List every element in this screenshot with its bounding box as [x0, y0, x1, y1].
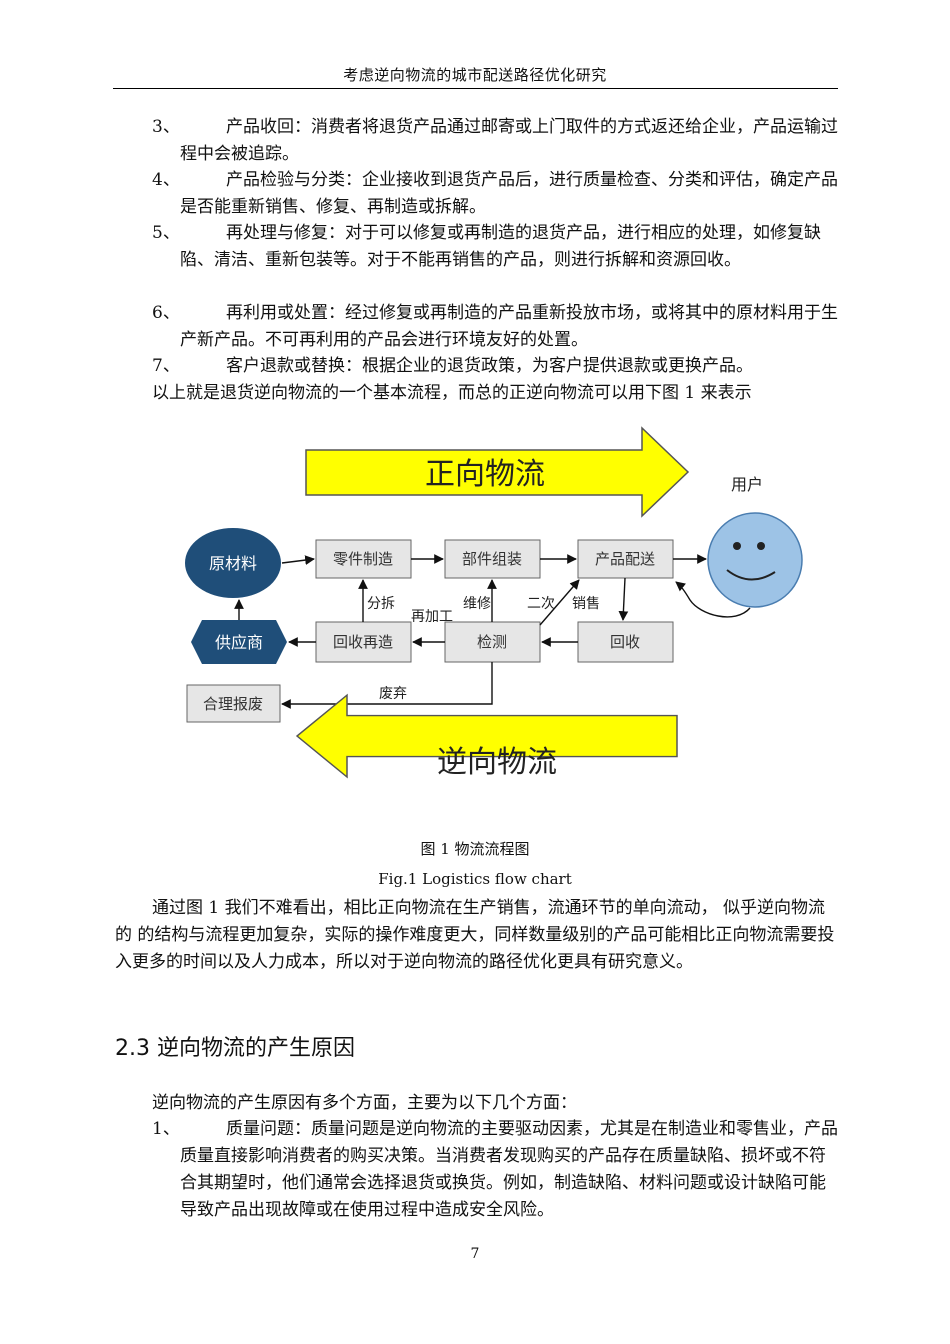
list-item-text: 质量问题：质量问题是逆向物流的主要驱动因素，尤其是在制造业和零售业，产品质量直接… [180, 1119, 838, 1220]
list-item-number: 6、 [152, 303, 180, 323]
list-item-text: 产品检验与分类：企业接收到退货产品后，进行质量检查、分类和评估，确定产品是否能重… [180, 170, 838, 217]
forward-flow-label: 正向物流 [425, 457, 545, 492]
list-item-number: 5、 [152, 223, 180, 243]
component-assembly-node [444, 539, 541, 579]
list-item-number: 3、 [152, 117, 180, 137]
edge-user-to-delivery [675, 581, 751, 618]
header-rule [113, 88, 838, 89]
edge-label-disassemble: 分拆 [367, 596, 395, 612]
recovery-label: 回收 [610, 633, 640, 651]
parts-manufacturing-node [315, 539, 412, 579]
parts-manufacturing-label: 零件制造 [333, 550, 393, 568]
edge-label-secondary: 二次 [527, 596, 555, 612]
user-eye-icon [757, 542, 765, 550]
page-number: 7 [470, 1246, 480, 1262]
user-eye-icon [733, 542, 741, 550]
edge-label-sale: 销售 [572, 596, 600, 612]
product-delivery-label: 产品配送 [595, 550, 655, 568]
list-item-number: 4、 [152, 170, 180, 190]
list-item-text: 客户退款或替换：根据企业的退货政策，为客户提供退款或更换产品。 [226, 356, 753, 376]
list-item: 5、 再处理与修复：对于可以修复或再制造的退货产品，进行相应的处理，如修复缺陷、… [152, 220, 842, 274]
reverse-flow-arrow [295, 693, 678, 779]
list-item: 1、 质量问题：质量问题是逆向物流的主要驱动因素，尤其是在制造业和零售业，产品质… [152, 1116, 842, 1224]
supplier-node [191, 620, 287, 664]
edge-label-repair: 维修 [463, 596, 491, 612]
list-item-text: 再处理与修复：对于可以修复或再制造的退货产品，进行相应的处理，如修复缺陷、清洁、… [180, 223, 821, 270]
list-item-text: 再利用或处置：经过修复或再制造的产品重新投放市场，或将其中的原材料用于生产新产品… [180, 303, 838, 350]
user-smile-icon [726, 569, 776, 581]
recovery-node [577, 621, 674, 663]
section-intro: 逆向物流的产生原因有多个方面，主要为以下几个方面： [152, 1093, 577, 1113]
list-item: 7、 客户退款或替换：根据企业的退货政策，为客户提供退款或更换产品。 [152, 353, 842, 380]
disposal-node [186, 684, 281, 723]
edge-inspection-to-delivery [539, 579, 580, 626]
inspection-node [444, 621, 541, 663]
running-header: 考虑逆向物流的城市配送路径优化研究 [343, 66, 607, 84]
list-item-number: 7、 [152, 356, 180, 376]
reverse-flow-label: 逆向物流 [437, 745, 557, 780]
edge-inspection-to-disposal [281, 662, 493, 709]
edge-label-discard: 废弃 [379, 686, 407, 702]
supplier-label: 供应商 [215, 633, 263, 652]
raw-material-label: 原材料 [209, 554, 257, 573]
forward-flow-arrow [305, 426, 690, 518]
user-label: 用户 [731, 475, 763, 494]
inspection-label: 检测 [477, 633, 507, 651]
recycle-remanufacture-label: 回收再造 [333, 633, 393, 651]
flow-edges [234, 554, 751, 709]
figure-caption-en: Fig.1 Logistics flow chart [378, 870, 572, 888]
analysis-paragraph: 通过图 1 我们不难看出，相比正向物流在生产销售，流通环节的单向流动， 似乎逆向… [115, 898, 835, 972]
list-item: 4、 产品检验与分类：企业接收到退货产品后，进行质量检查、分类和评估，确定产品是… [152, 167, 842, 221]
list-item-number: 1、 [152, 1119, 180, 1139]
raw-material-node [185, 528, 281, 598]
intro-line: 以上就是退货逆向物流的一个基本流程，而总的正逆向物流可以用下图 1 来表示 [152, 383, 752, 403]
figure-caption-cn: 图 1 物流流程图 [420, 840, 530, 858]
section-heading: 2.3 逆向物流的产生原因 [115, 1036, 355, 1061]
user-smiley-icon [707, 512, 803, 608]
edge-raw-to-parts [281, 555, 315, 565]
list-item: 6、 再利用或处置：经过修复或再制造的产品重新投放市场，或将其中的原材料用于生产… [152, 300, 842, 354]
edge-delivery-to-recovery [618, 577, 629, 621]
list-item: 3、 产品收回：消费者将退货产品通过邮寄或上门取件的方式返还给企业，产品运输过程… [152, 114, 842, 168]
list-item-text: 产品收回：消费者将退货产品通过邮寄或上门取件的方式返还给企业，产品运输过程中会被… [180, 117, 838, 164]
disposal-label: 合理报废 [203, 695, 263, 713]
logistics-flow-chart: 正向物流 用户 原材料 零件制造 部件组装 产品配送 供应商 回收再造 检测 回… [185, 426, 803, 780]
component-assembly-label: 部件组装 [462, 550, 522, 568]
edge-label-reprocess: 再加工 [411, 609, 453, 625]
